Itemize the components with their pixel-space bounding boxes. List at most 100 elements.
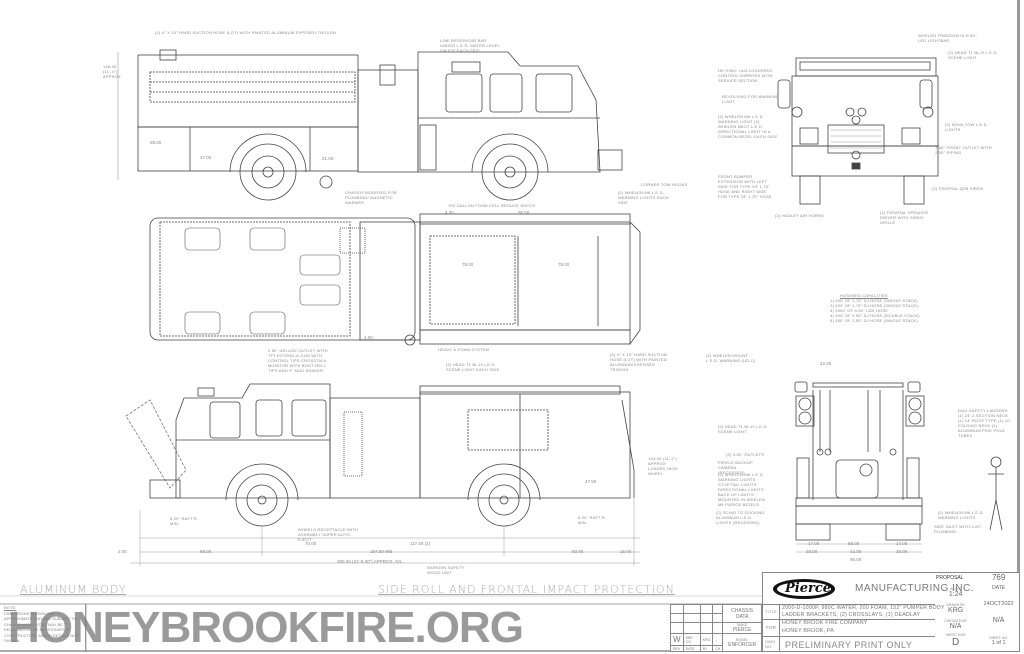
callout-m6-warning: (2) WHELEN M6 L.E.D. WARNING LIGHT (2) W… [718,114,778,139]
dim-left-c: 21.00 [322,156,334,161]
chassis-data-label: CHASSIS DATA [722,604,762,623]
hosebed-item: 2) 200' OF 1.75" DJ HOSE (SINGLE STACK) [830,303,918,308]
front-view [777,57,939,205]
hosebed-capacities: HOSEBED CAPACITIES 1) 200' OF 1.75" DJ H… [830,293,920,323]
callout-backup-camera: PIERCE BACKUP CAMERA (RECESSED) [718,460,753,475]
rear-view [794,381,1004,553]
date-label: DATE [992,585,1006,591]
dim-cab: 70.00 [305,541,317,546]
logo-text: Pierce [785,581,832,596]
hosebed-item: 1) 200' OF 1.75" DJ HOSE (SINGLE STACK) [830,298,918,303]
dim-rear-14: 14.00 [896,541,908,546]
proposal-value: 769 [991,573,1006,582]
callout-ladders: DUO-SAFETY LADDERS: (1) 24' 2-SECTION NE… [958,408,1011,438]
callout-docking-lights: (2) SCHID TO DOCKING ALUMINUM L.E.D. LIG… [716,510,765,525]
callout-side-inlet: SIDE INLET WITH 3.00" PLUMBING [934,524,982,534]
rev-header: BY [699,645,714,652]
dim-top-c: 78.00 [462,262,474,267]
callout-warning-lights: (2) WHELEN M6 L.E.D. WARNING LIGHTS EACH… [618,190,669,205]
callout-foam-cell: 750 GALLON FOAM CELL REDUCE WATCH [448,203,536,208]
approved-value: N/A [992,617,1005,624]
callout-tow-lights: (2) NOVA TOW L.E.D. LIGHTS [945,122,989,132]
revision-symbol: W [670,633,684,646]
dim-rear-96: 96.00 [850,557,862,562]
top-view [149,213,641,346]
callout-receptacle: WHEELS RECEPTACLE WITH ASSEMBLY SUPER AU… [298,527,359,542]
callout-outlets: (2) 3.50" OUTLETS [726,452,765,457]
date-value: 24OCT2022 [983,601,1014,607]
side-view-left [117,49,623,201]
callout-mirrors: HE HVAC +A/A LOUVERED CONTROL MIRRORS WI… [718,68,773,83]
hosebed-item: 3) 1000' OF 5.00" LDH HOSE [830,308,889,313]
dim-rear-overhang: 60.00 [572,549,584,554]
callout-air-horns: (2) HADLEY AIR HORNS [775,213,825,218]
callout-lightbar: WHELEN FREEDOM IV-R 60" LED LIGHTBAR [918,33,977,43]
rev-by: KRG [699,633,714,646]
callout-revolving: REVOLVING FOR WARNING LIGHT [722,94,780,104]
note-text: DIMENSIONS SHOWN ARE APPROXIMATE AND ARE… [4,610,79,644]
callout-rear-m6: (2) WHELEN M6 L.E.D. WARNING LIGHTS STOP… [718,472,765,507]
dim-rear-17: 17.00 [808,541,820,546]
dim-left-b: 47.00 [200,155,212,160]
callout-front-outlet: 1.50" FRONT OUTLET WITH 2.00" PIPING [935,145,992,155]
hosebed-item: 5) 300' OF 2.50" DJ HOSE (SINGLE STACK) [830,318,918,323]
title-line-2: LADDER BRACKETS, (2) CROSSLAYS, (1) DEAD… [782,612,921,618]
callout-wood-unit: WORDEN SAFETY WOOD UNIT [427,565,465,575]
callout-deluge: 2.50" DELUGE OUTLET WITH TFT EXTEND-A-GU… [268,348,328,373]
dim-rear-top-42: 42.00 [820,361,832,366]
dim-overall-length: 380.00 (31'-8.00") APPROX. O/L [337,559,403,564]
sheet-cell: SHEET NO.1 of 1 [989,635,1009,646]
callout-scene-light: (2) HEAD T1 BL-H L.E.D. SCENE LIGHT [948,50,998,60]
dim-left-a: 36.00 [150,140,162,145]
for-line-1: HONEY BROOK FIRE COMPANY [782,620,868,626]
rev-ch: -- [712,633,724,646]
dim-rear-28a: 28.00 [806,549,818,554]
dim-rear-68: 68.00 [848,541,860,546]
callout-scene-light-2: (2) HEAD T1 BL-H L.E.D. SCENE LIGHT EACH… [446,362,500,372]
callout-chassis-mod: CHASSIS MODIFIED FOR PLUMBING/ MAGNETIC … [345,190,397,205]
title-line-1: 2000-D-1000P, 980C WATER, 200 FOAM, 152"… [782,605,945,611]
dim-front-overhang: 88.00 [200,549,212,554]
hosebed-item: 4) 400' OF 2.50" DJ HOSE (DOUBLE STACK) [830,313,920,318]
callout-water-level: LINE RESERVOIR BAR UNDER L.E.D. WATER LE… [440,38,500,53]
for-label: FOR [766,625,777,630]
rev-header: DATE [682,645,701,652]
callout-angle-front: 8.00" RAFT'R. MIN. [170,516,199,526]
dim-compartment: 47.50 [585,479,597,484]
rev-date: SEE CO [682,633,701,646]
callout-hard-suction-2: (2) 4" X 10" HARD SUCTION HOSE (LOT) WIT… [610,352,667,372]
callout-foam-system: HEAVY & FOAM SYSTEM [438,347,489,352]
dim-rear-step: 16.00 [620,549,632,554]
dim-body: 117.50 (2) [410,541,431,546]
note-heading: NOTE: [4,605,17,610]
for-line-2: HONEY BROOK, PA [782,628,834,634]
dim-left-end: 2.00 [118,549,127,554]
dim-rear-28b: 28.00 [896,549,908,554]
callout-height: 136.00 (11'-4") APPROX [103,64,121,79]
callout-hard-suction: (2) 4" X 10" HARD SUCTION HOSE (LOT) WIT… [155,30,337,35]
callout-speaker: (1) FEDERAL SPEAKER DRIVER WITH SIREN GR… [880,210,929,225]
rev-header: REV [670,645,684,652]
note-box: NOTE: DIMENSIONS SHOWN ARE APPROXIMATE A… [2,604,86,652]
callout-bumper-ext: FRONT BUMPER EXTENSION WITH LEFT SIDE FO… [718,174,772,199]
side-view-right [125,383,640,566]
proposal-label: PROPOSAL [936,575,964,581]
callout-rear-warning: (2) WHELEN M6 L.E.D. WARNING LIGHTS [938,510,985,520]
callout-tow-hooks: CORNER TOW HOOKS [641,182,688,187]
hosebed-title: HOSEBED CAPACITIES [840,293,888,298]
caption-side-roll: SIDE ROLL AND FRONTAL IMPACT PROTECTION [378,583,675,596]
dim-rear-42: 42.00 [850,549,862,554]
caption-aluminum-body: ALUMINUM BODY [20,583,127,596]
callout-angle-rear: 8.00" RAFT'R. MIN. [578,515,607,525]
dim-top-a: 4.00 [445,210,454,215]
